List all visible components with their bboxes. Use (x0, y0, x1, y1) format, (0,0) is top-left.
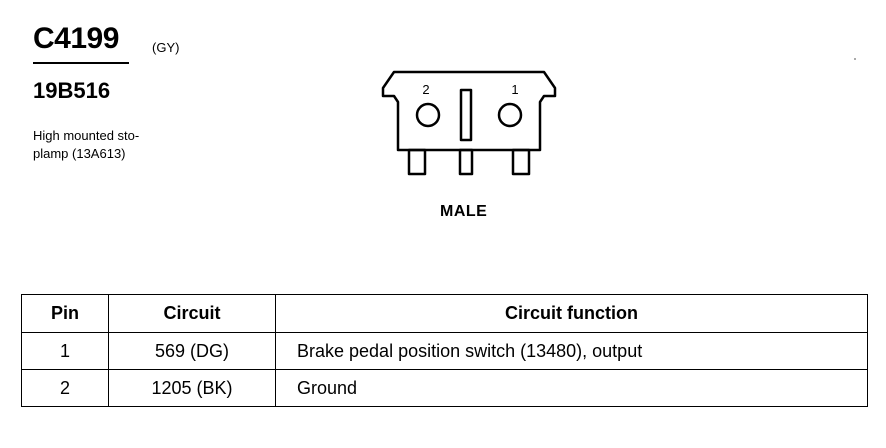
description-line-2: plamp (13A613) (33, 146, 126, 161)
cell-function: Brake pedal position switch (13480), out… (275, 332, 868, 370)
pin-circuit-table: Pin Circuit Circuit function 1 569 (DG) … (21, 294, 868, 407)
pin-1-circle (497, 102, 523, 128)
cell-circuit: 569 (DG) (108, 332, 276, 370)
connector-gender: MALE (440, 203, 488, 220)
description-line-1: High mounted sto- (33, 128, 140, 143)
connector-housing (381, 70, 557, 152)
cell-function: Ground (275, 369, 868, 407)
polarization-key (459, 88, 473, 142)
mount-tab-center (458, 148, 474, 176)
part-number: 19B516 (33, 78, 111, 103)
table-row: 1 569 (DG) Brake pedal position switch (… (21, 332, 868, 370)
cell-pin: 2 (21, 369, 109, 407)
scan-speck (854, 58, 856, 60)
table-row: 2 1205 (BK) Ground (21, 369, 868, 407)
connector-id: C4199 (33, 22, 119, 55)
title-underline (33, 62, 129, 64)
pin-1-label: 1 (511, 82, 518, 97)
color-code: (GY) (152, 40, 180, 55)
cell-pin: 1 (21, 332, 109, 370)
component-description: High mounted sto- plamp (13A613) (33, 127, 183, 163)
table-header-row: Pin Circuit Circuit function (21, 294, 868, 333)
cell-circuit: 1205 (BK) (108, 369, 276, 407)
header-circuit-function: Circuit function (275, 294, 868, 333)
connector-face-diagram: 2 1 (381, 70, 557, 176)
mount-tab-right (511, 148, 531, 176)
header-circuit: Circuit (108, 294, 276, 333)
pin-2-circle (415, 102, 441, 128)
pin-2-label: 2 (422, 82, 429, 97)
mount-tab-left (407, 148, 427, 176)
header-pin: Pin (21, 294, 109, 333)
